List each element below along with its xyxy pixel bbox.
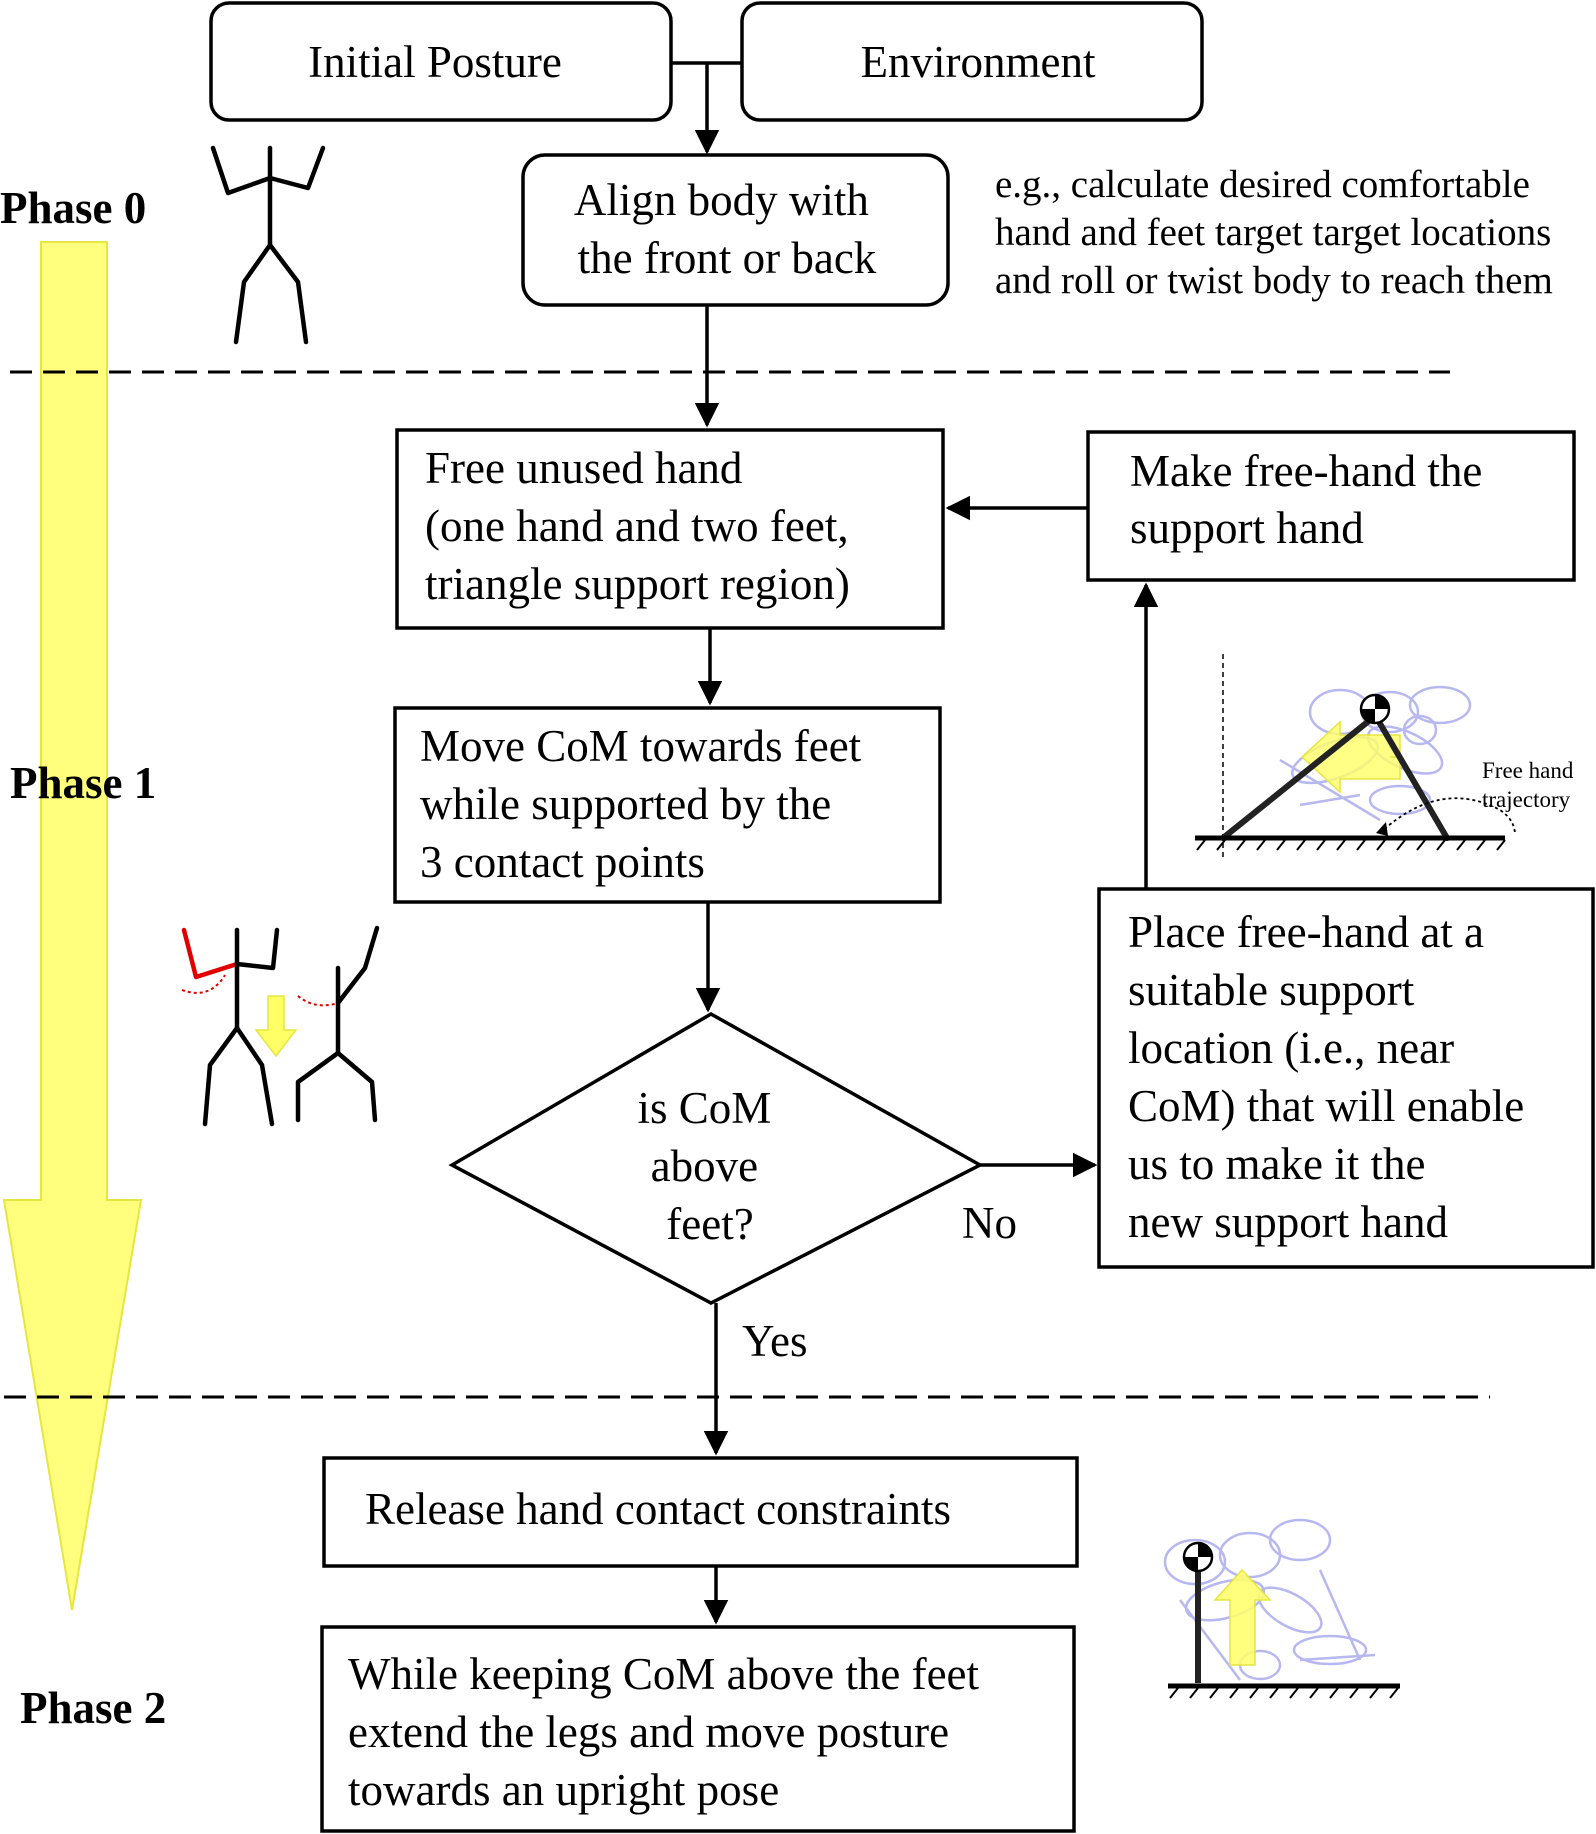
align-body-text: Align body with the front or back [574, 175, 880, 283]
yes-label: Yes [742, 1316, 807, 1366]
phase-2-label: Phase 2 [20, 1683, 166, 1733]
place-hand-text: Place free-hand at a suitable support lo… [1128, 907, 1535, 1247]
free-hand-text: Free unused hand (one hand and two feet,… [425, 443, 860, 609]
phase-1-label: Phase 1 [10, 758, 156, 808]
extend-text: While keeping CoM above the feet extend … [348, 1649, 990, 1815]
stick-figure-initial-icon [210, 145, 326, 345]
free-hand-box [395, 428, 945, 630]
move-com-text: Move CoM towards feet while supported by… [420, 721, 872, 887]
make-support-box [1086, 430, 1576, 582]
free-hand-trajectory-illustration: Free hand trajectory [1195, 654, 1579, 860]
standing-up-illustration [1163, 1518, 1400, 1699]
phase-0-note: e.g., calculate desired comfortable hand… [995, 163, 1561, 302]
release-text: Release hand contact constraints [365, 1484, 951, 1534]
decision-text: is CoM above feet? [637, 1083, 782, 1249]
align-body-box [521, 153, 950, 307]
decision-diamond [448, 1011, 984, 1305]
place-hand-box [1097, 887, 1595, 1269]
no-label: No [962, 1198, 1017, 1248]
initial-posture-text: Initial Posture [308, 37, 562, 87]
stick-figure-free-hand-icon [181, 925, 380, 1127]
make-support-text: Make free-hand the support hand [1130, 446, 1494, 553]
phase-progress-arrow [2, 241, 143, 1611]
shift-down-arrow-icon [254, 995, 298, 1058]
release-box [322, 1456, 1079, 1568]
center-of-mass-icon [1182, 1541, 1214, 1573]
phase-0-label: Phase 0 [0, 183, 146, 233]
move-com-box [393, 706, 942, 904]
center-of-mass-icon [1359, 693, 1391, 725]
environment-text: Environment [861, 37, 1096, 87]
free-hand-trajectory-label: Free hand trajectory [1482, 758, 1579, 812]
extend-box [320, 1625, 1076, 1833]
